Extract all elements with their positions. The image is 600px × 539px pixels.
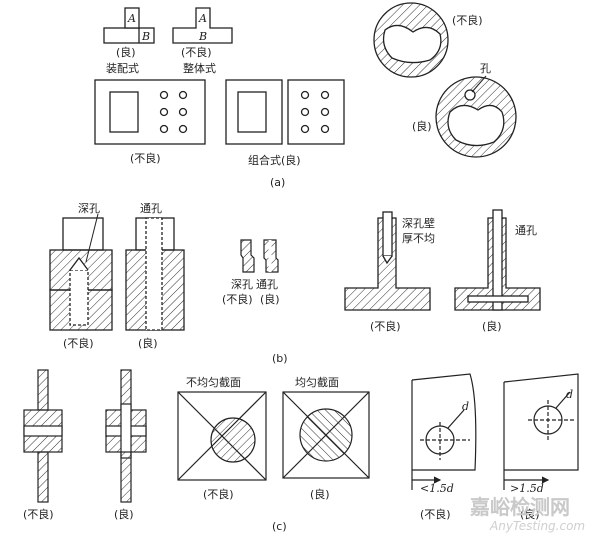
section-uneven bbox=[177, 391, 267, 481]
deep-hole-label: 深孔 bbox=[78, 202, 100, 215]
t2-label: 整体式 bbox=[183, 61, 216, 75]
block-deep-hole bbox=[49, 217, 113, 331]
caption-b: (b) bbox=[272, 352, 288, 365]
plate2-note: 组合式(良) bbox=[248, 153, 301, 167]
deep-hole-leader bbox=[85, 213, 99, 263]
dim-large: >1.5d bbox=[510, 482, 544, 495]
caption-c: (c) bbox=[272, 520, 287, 533]
uneven-wall-1: 深孔壁 bbox=[402, 216, 435, 230]
t1-label: 装配式 bbox=[106, 62, 139, 75]
t2-letter-b: B bbox=[198, 30, 207, 43]
plate1-note: (不良) bbox=[130, 151, 161, 165]
edge-distance-bad bbox=[411, 373, 477, 490]
shaft-good-note: (良) bbox=[114, 507, 134, 521]
shaft-bad-note: (不良) bbox=[23, 507, 54, 521]
ring1-note: (不良) bbox=[452, 13, 483, 27]
t-part-integral bbox=[172, 7, 233, 44]
edge-bad-note: (不良) bbox=[420, 507, 451, 521]
uneven-wall-2: 厚不均 bbox=[402, 232, 435, 245]
t1-letter-b: B bbox=[141, 30, 150, 43]
dim-small: <1.5d bbox=[420, 482, 454, 495]
small-bad: (不良) bbox=[222, 292, 253, 306]
small-through: 通孔 bbox=[256, 278, 278, 291]
right-bad-note: (不良) bbox=[370, 319, 401, 333]
watermark-en: AnyTesting.com bbox=[489, 519, 585, 533]
watermark: 嘉峪检测网 AnyTesting.com bbox=[469, 495, 585, 533]
t1-note: (良) bbox=[116, 45, 136, 59]
uneven-section-label: 不均匀截面 bbox=[186, 375, 241, 389]
sec-good-note: (良) bbox=[310, 487, 330, 501]
left-bad-note: (不良) bbox=[63, 336, 94, 350]
ring-good bbox=[435, 75, 517, 158]
d-label-bad: d bbox=[462, 400, 469, 413]
t1-letter-a: A bbox=[127, 12, 136, 25]
d-label-good: d bbox=[566, 388, 573, 401]
t-part-assembled bbox=[103, 7, 155, 44]
shaft-good bbox=[105, 369, 147, 503]
shaft-bad bbox=[23, 369, 63, 503]
section-even bbox=[282, 391, 370, 479]
part-uneven-wall bbox=[344, 211, 431, 311]
small-pins bbox=[240, 239, 279, 273]
panel-a: A B (良) 装配式 A B (不良) 整体式 (不良) 组合 bbox=[94, 2, 517, 189]
ring-bad bbox=[373, 2, 449, 78]
edge-good-note: (良) bbox=[520, 507, 540, 521]
t2-note: (不良) bbox=[181, 45, 212, 59]
plate-single bbox=[94, 79, 206, 145]
plate-combined bbox=[225, 79, 345, 145]
ring2-note: (良) bbox=[412, 119, 432, 133]
small-good: (良) bbox=[260, 292, 280, 306]
t2-letter-a: A bbox=[198, 12, 207, 25]
part-through-hole bbox=[454, 209, 541, 311]
right-good-note: (良) bbox=[482, 319, 502, 333]
panel-b: 深孔 (不良) 通孔 (良) 深孔 通孔 (不良) (良) 深孔壁 厚不均 (不… bbox=[49, 202, 541, 365]
through-hole-label: 通孔 bbox=[140, 202, 162, 215]
edge-distance-good bbox=[503, 373, 579, 490]
right-through: 通孔 bbox=[515, 224, 537, 237]
small-deep: 深孔 bbox=[231, 278, 253, 291]
caption-a: (a) bbox=[270, 176, 285, 189]
left-good-note: (良) bbox=[138, 336, 158, 350]
block-through-hole bbox=[125, 217, 185, 331]
watermark-cn: 嘉峪检测网 bbox=[469, 495, 570, 519]
ring2-hole: 孔 bbox=[480, 62, 491, 75]
panel-c: (不良) (良) 不均匀截面 (不良) 均匀截面 (良) bbox=[23, 369, 579, 533]
even-section-label: 均匀截面 bbox=[295, 375, 339, 389]
sec-bad-note: (不良) bbox=[203, 487, 234, 501]
